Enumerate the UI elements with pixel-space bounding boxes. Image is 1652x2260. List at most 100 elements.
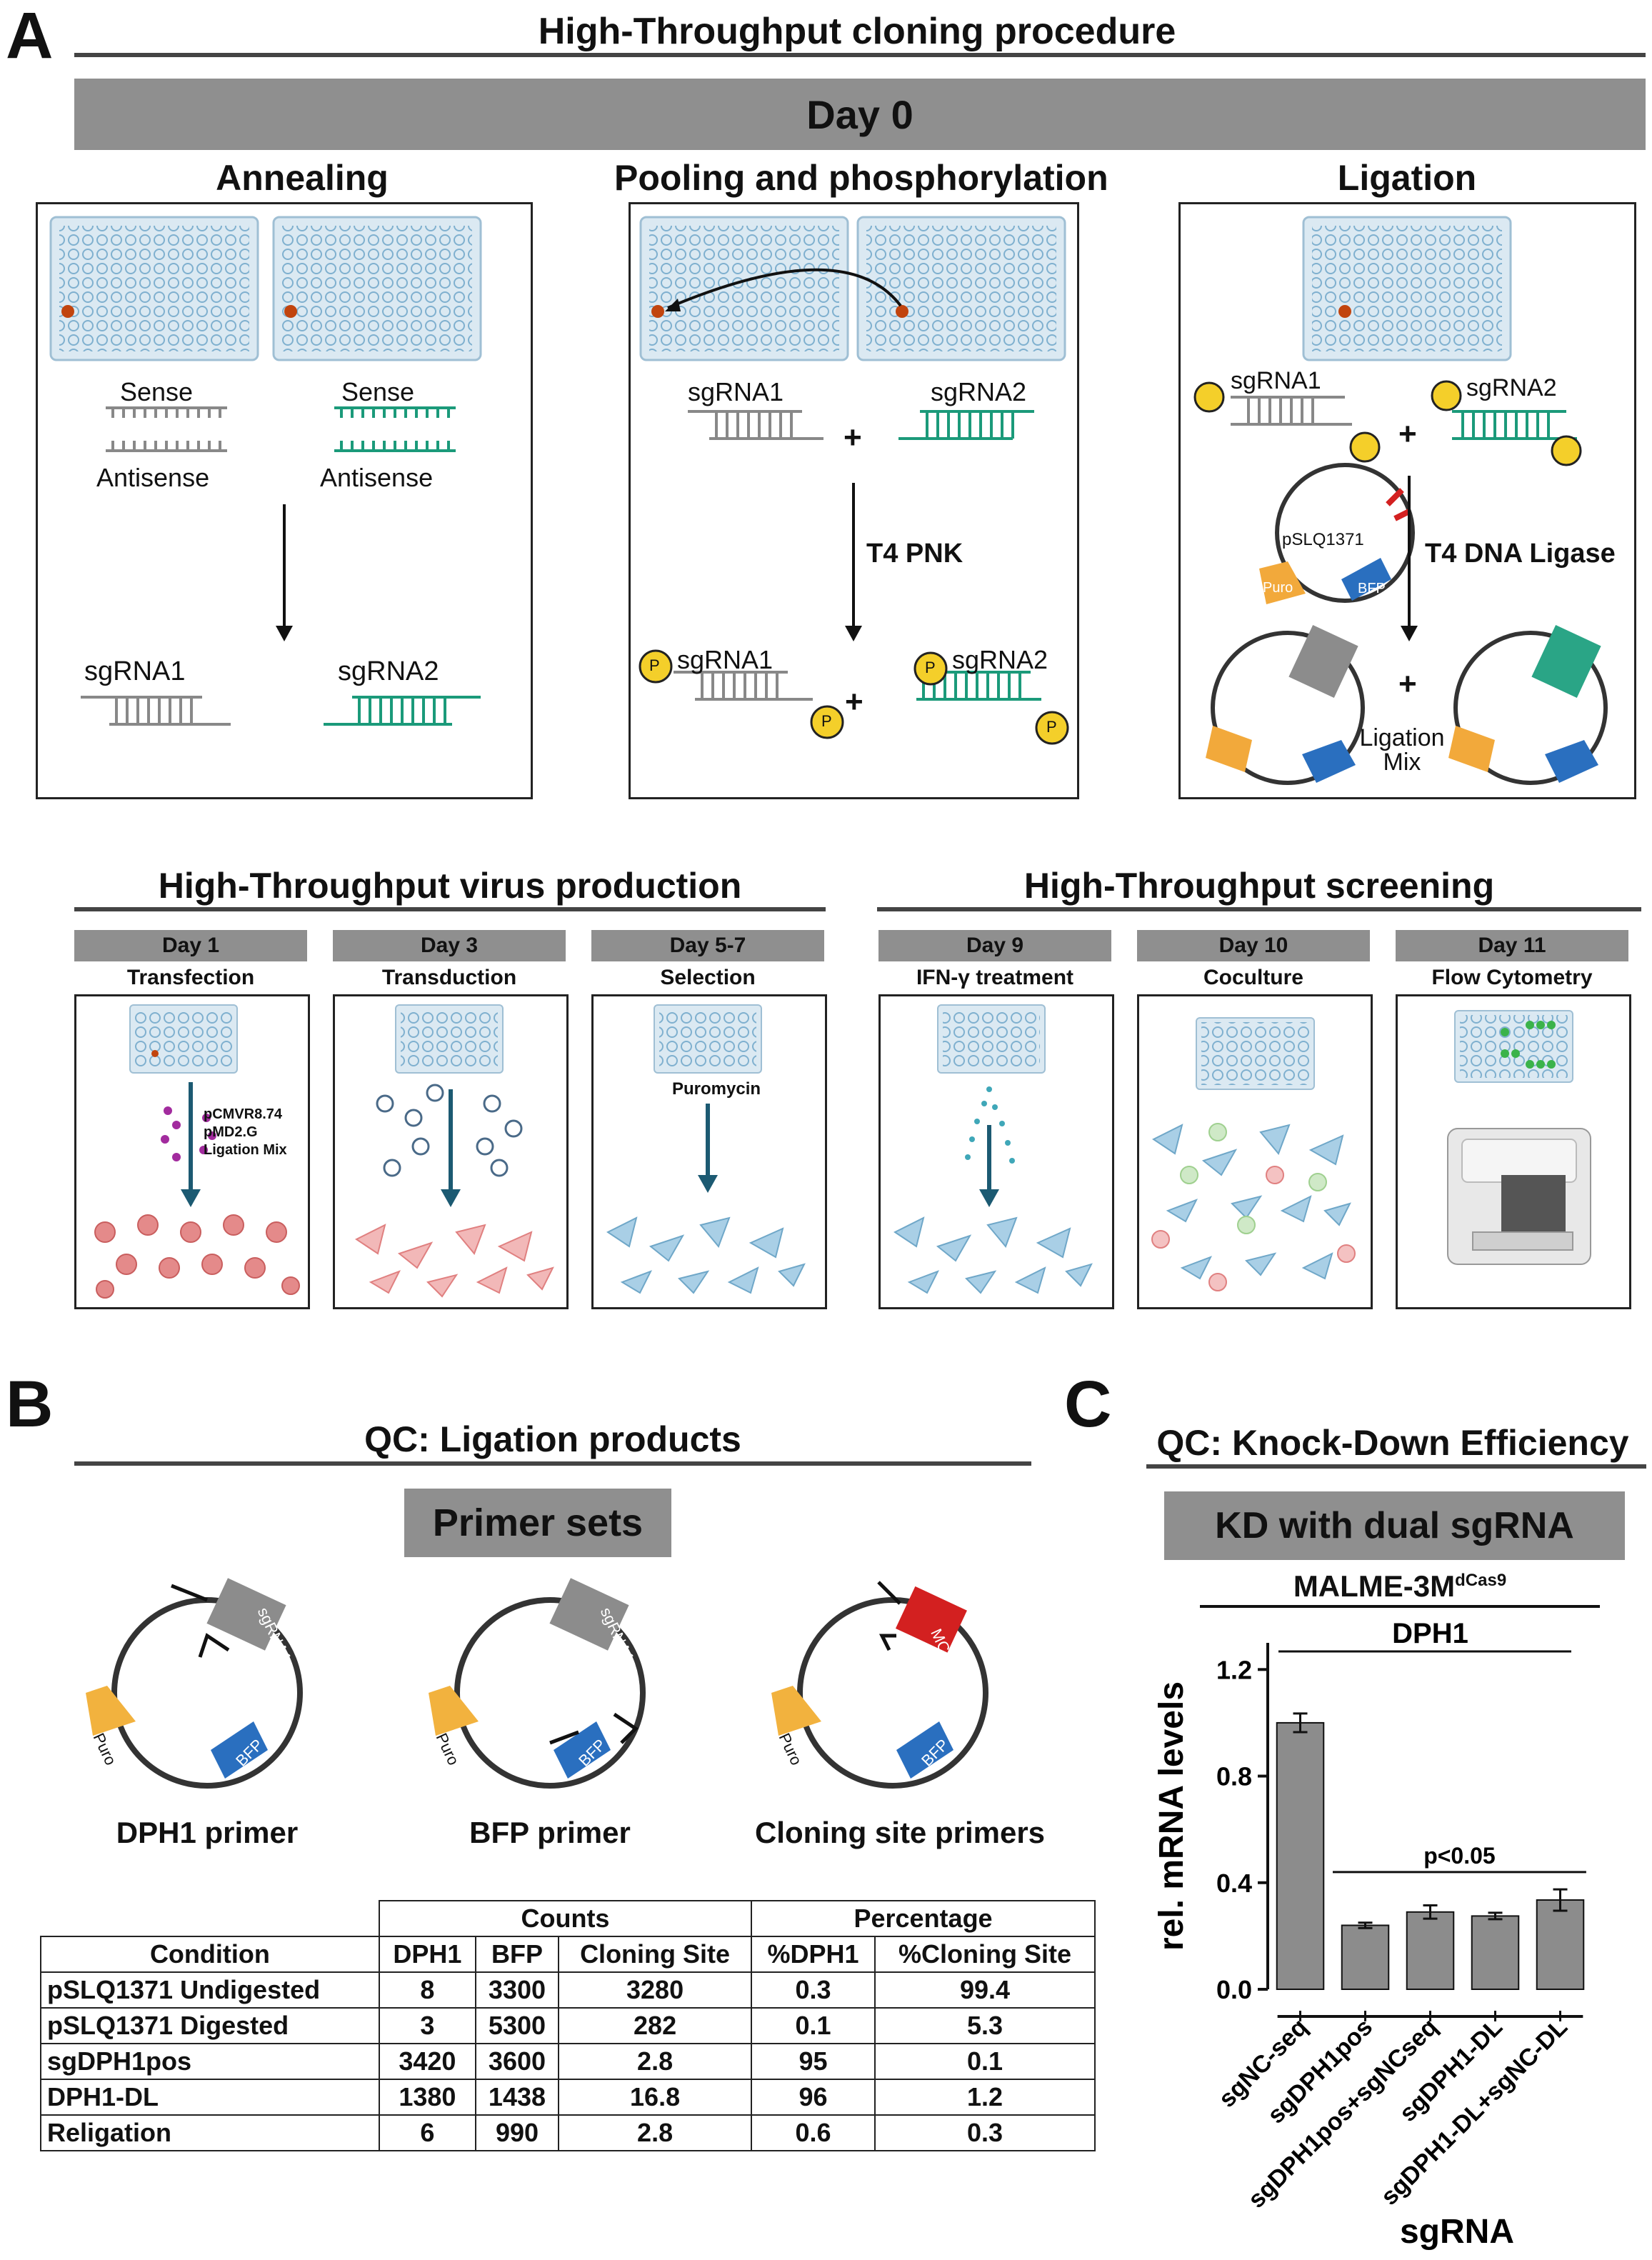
qc-kd-rule [1146, 1464, 1646, 1469]
ligation-qc-table: Counts Percentage Condition DPH1 BFP Clo… [40, 1900, 1096, 2151]
pooling-sgrna2: sgRNA2 [931, 377, 1027, 406]
cloning-site-plasmid [771, 1581, 988, 1789]
annealing-sense-2: Sense [341, 377, 415, 406]
screening-step1-day: Day 9 [878, 930, 1111, 961]
ligation-plus-2: + [1398, 666, 1417, 701]
selection-reagent: Puromycin [672, 1079, 761, 1099]
annealing-box: Sense Antisense Sense Antisense sgRNA1 s… [36, 202, 533, 799]
screening-step3-day: Day 11 [1396, 930, 1628, 961]
bar [1536, 1899, 1585, 1990]
ligation-box: sgRNA1 sgRNA2 + pSLQ1371 T4 DNA Ligase +… [1178, 202, 1636, 799]
y-tick-label: 0.4 [1216, 1869, 1252, 1898]
pooling-sgrna1: sgRNA1 [688, 377, 784, 406]
group-counts: Counts [378, 1900, 753, 1937]
pooling-title: Pooling and phosphorylation [614, 158, 1108, 198]
group-percentage: Percentage [751, 1900, 1096, 1937]
phosphate-label-1: P [649, 656, 660, 674]
header-cloning-site: Cloning Site [558, 1936, 753, 1973]
screening-step2-day: Day 10 [1137, 930, 1370, 961]
table-row: DPH1-DL 1380 1438 16.8 96 1.2 [40, 2079, 1096, 2116]
screening-step1-name: IFN-γ treatment [916, 966, 1074, 989]
ligation-mix-label: Ligation Mix [1359, 724, 1445, 776]
panel-a-letter: A [6, 0, 54, 72]
transfection-reagent-1: pCMVR8.74 [204, 1106, 283, 1122]
bar [1406, 1911, 1455, 1990]
ligation-plasmid-label: pSLQ1371 [1282, 530, 1364, 549]
pooling-diagram [639, 216, 1069, 745]
ligation-plus-1: + [1398, 416, 1417, 451]
cloning-title-rule [74, 53, 1646, 57]
screening-step1-box [878, 994, 1114, 1309]
ligation-sgrna1: sgRNA1 [1231, 367, 1321, 394]
screening-step2-name: Coculture [1203, 966, 1303, 989]
bfp-plasmid [429, 1578, 646, 1789]
header-pct-cloning-site: %Cloning Site [874, 1936, 1096, 1973]
ligation-puro-label: Puro [1263, 580, 1293, 596]
virus-step2-name: Transduction [381, 966, 517, 989]
header-condition: Condition [40, 1936, 380, 1973]
pooling-enzyme: T4 PNK [866, 539, 963, 569]
qc-kd-title: QC: Knock-Down Efficiency [1156, 1423, 1629, 1463]
virus-step3-name: Selection [660, 966, 756, 989]
phosphate-label-2: P [821, 712, 832, 730]
annealing-diagram [49, 216, 482, 726]
cell-line-rule [1200, 1605, 1600, 1608]
selection-illustration [606, 1004, 806, 1294]
phosphate-label-3: P [925, 659, 936, 676]
coculture-illustration [1151, 1017, 1356, 1291]
ligation-sgrna2: sgRNA2 [1466, 374, 1557, 401]
bar [1471, 1915, 1520, 1990]
annealing-antisense-2: Antisense [320, 463, 434, 492]
y-tick-label: 1.2 [1216, 1655, 1252, 1684]
ifn-illustration [893, 1004, 1093, 1294]
bfp-primer-caption: BFP primer [469, 1816, 631, 1849]
screening-title-rule [877, 907, 1641, 911]
ligation-diagram [1193, 216, 1608, 785]
screening-step3-box [1396, 994, 1631, 1309]
primer-sets-box: Primer sets [404, 1489, 671, 1557]
y-tick-label: 0.8 [1216, 1762, 1252, 1791]
y-axis-label: rel. mRNA levels [1153, 1681, 1191, 1951]
bar [1341, 1924, 1390, 1991]
cell-line-title: MALME-3MdCas9 [1293, 1569, 1507, 1603]
ligation-title: Ligation [1337, 158, 1477, 198]
virus-step1-day: Day 1 [74, 930, 307, 961]
annealing-sgrna1: sgRNA1 [84, 656, 186, 686]
virus-step1-name: Transfection [126, 966, 255, 989]
annealing-sense-1: Sense [120, 377, 194, 406]
header-dph1: DPH1 [378, 1936, 476, 1973]
table-group-row: Counts Percentage [41, 1900, 1096, 1937]
qc-ligation-rule [74, 1461, 1031, 1466]
transfection-reagent-2: pMD2.G [204, 1124, 258, 1140]
virus-step3-box: Puromycin [591, 994, 827, 1309]
kd-bar-chart: 0.00.40.81.2sgNC-seqsgDPH1possgDPH1pos+s… [1153, 1618, 1586, 2251]
header-pct-dph1: %DPH1 [751, 1936, 876, 1973]
bar [1276, 1721, 1325, 1991]
table-header-row: Condition DPH1 BFP Cloning Site %DPH1 %C… [40, 1936, 1096, 1973]
x-axis-label: sgRNA [1400, 2213, 1514, 2251]
screening-step2-box [1137, 994, 1373, 1309]
transduction-illustration [355, 1004, 554, 1298]
significance-label: p<0.05 [1423, 1843, 1496, 1869]
virus-step2-day: Day 3 [333, 930, 566, 961]
cloning-site-caption: Cloning site primers [754, 1816, 1046, 1849]
annealing-antisense-1: Antisense [96, 463, 210, 492]
pooling-sgrna1-p: sgRNA1 [677, 645, 774, 674]
transfection-reagent-3: Ligation Mix [204, 1142, 287, 1158]
table-row: pSLQ1371 Digested 3 5300 282 0.1 5.3 [40, 2007, 1096, 2044]
kd-dual-box: KD with dual sgRNA [1164, 1491, 1625, 1560]
panel-c-letter: C [1064, 1368, 1112, 1441]
pooling-box: sgRNA1 sgRNA2 + T4 PNK sgRNA1 sgRNA2 + P… [629, 202, 1079, 799]
y-tick-label: 0.0 [1216, 1975, 1252, 2004]
pooling-plus-2: + [845, 684, 863, 719]
screening-step3-name: Flow Cytometry [1431, 966, 1593, 989]
virus-step3-day: Day 5-7 [591, 930, 824, 961]
dph1-plasmid [86, 1578, 303, 1789]
ligation-enzyme: T4 DNA Ligase [1425, 539, 1616, 569]
dph1-primer-caption: DPH1 primer [116, 1816, 299, 1849]
flow-cytometer-illustration [1447, 1010, 1591, 1265]
annealing-title: Annealing [216, 158, 389, 198]
primer-plasmids [86, 1578, 988, 1789]
qc-ligation-title: QC: Ligation products [364, 1419, 741, 1459]
table-row: sgDPH1pos 3420 3600 2.8 95 0.1 [40, 2043, 1096, 2080]
